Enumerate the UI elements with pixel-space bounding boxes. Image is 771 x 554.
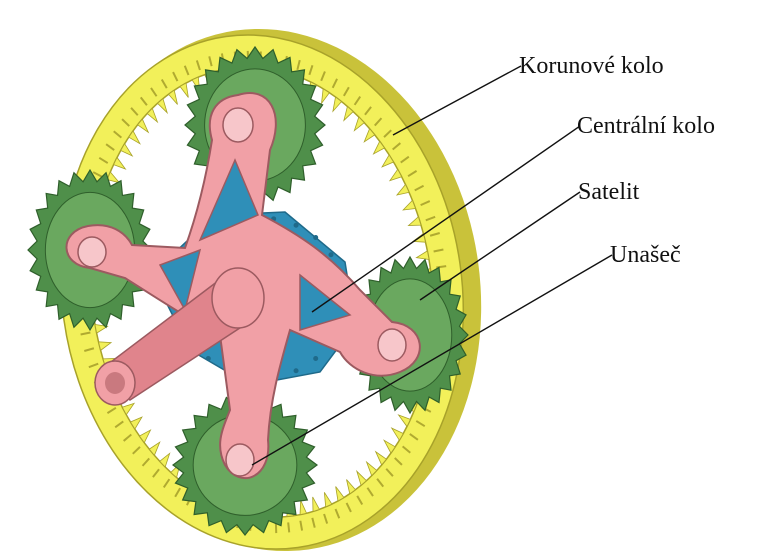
leader-line-ring-gear xyxy=(393,66,521,135)
sun-gear-label: Centrální kolo xyxy=(577,112,715,140)
sun-tooth xyxy=(313,235,318,240)
ring-rim-tooth xyxy=(288,522,289,532)
sun-tooth xyxy=(313,356,318,361)
sun-tooth xyxy=(328,252,333,257)
ring-gear-label: Korunové kolo xyxy=(519,52,664,80)
planet-gear-label: Satelit xyxy=(578,178,639,206)
carrier-label: Unašeč xyxy=(610,241,681,269)
sun-tooth xyxy=(294,223,299,228)
sun-tooth xyxy=(294,368,299,373)
ring-rim-tooth xyxy=(436,266,446,267)
sun-tooth xyxy=(206,356,211,361)
